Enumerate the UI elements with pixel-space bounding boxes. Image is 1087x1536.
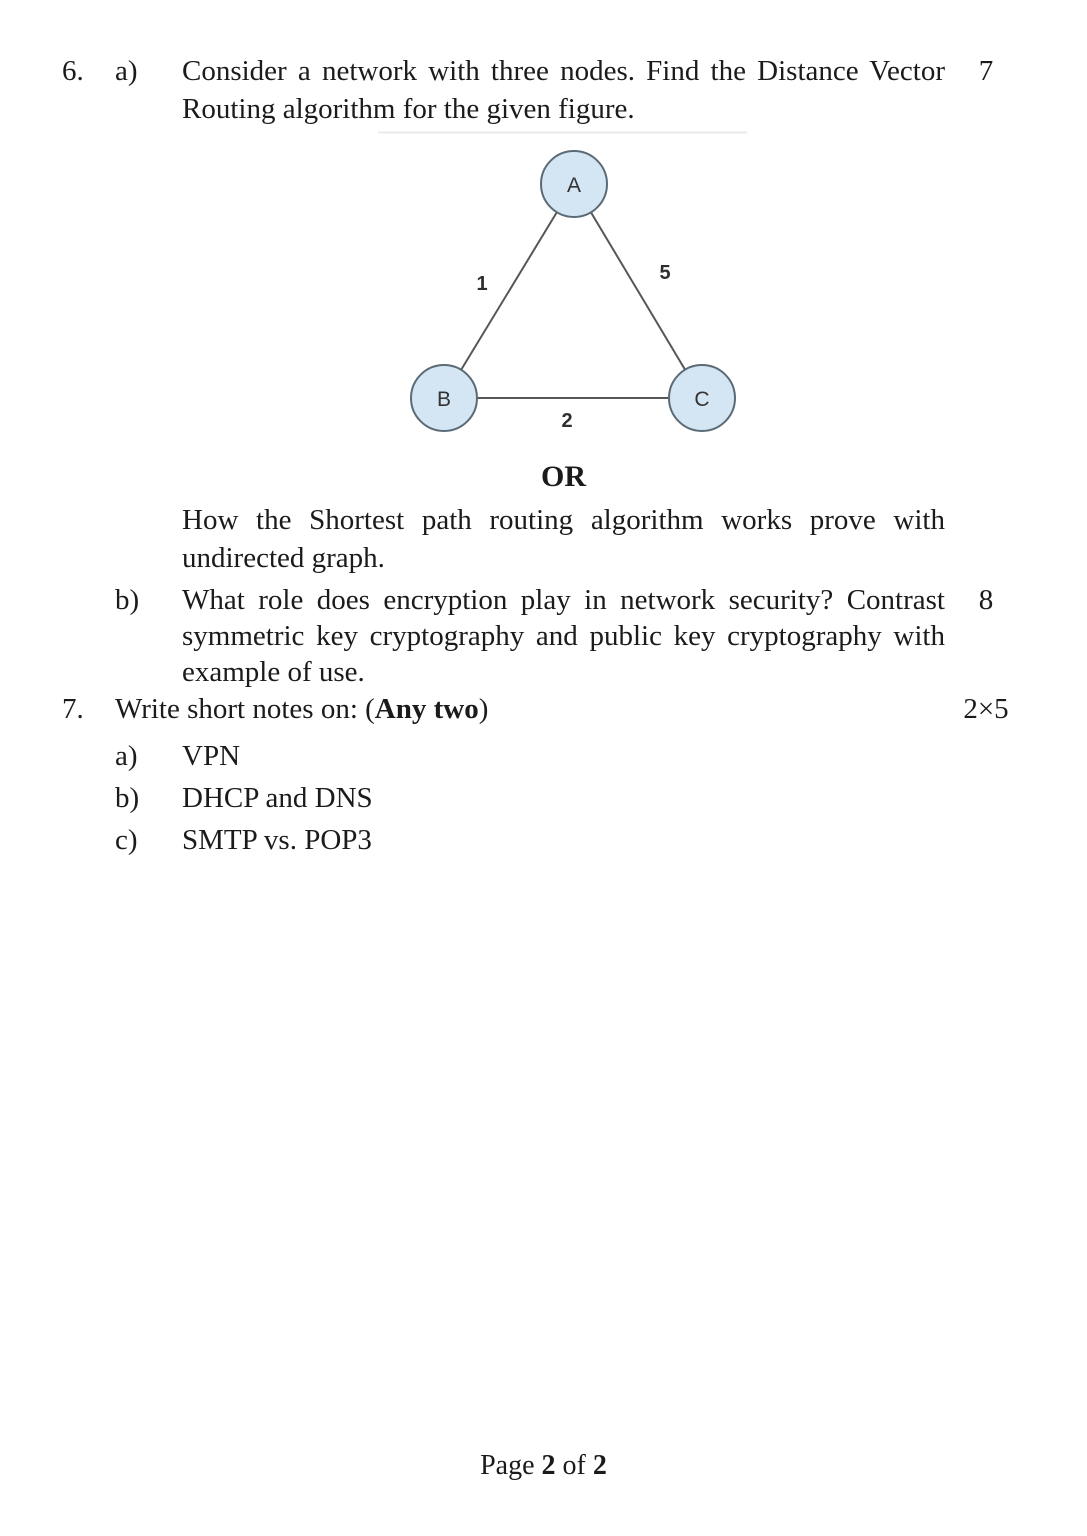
question-7c-label: c) xyxy=(115,824,138,856)
question-6b-line-3: example of use. xyxy=(182,656,365,688)
question-6b-line-2: symmetric key cryptography and public ke… xyxy=(182,620,945,652)
question-6a-text: Consider a network with three nodes. Fin… xyxy=(182,52,945,128)
question-7-title-suffix: ) xyxy=(478,693,489,725)
question-7: 7. Write short notes on: (Any two) 2×5 xyxy=(62,690,1027,728)
question-6b-marks: 8 xyxy=(978,584,994,616)
question-6a-alt-line-1: How the Shortest path routing algorithm … xyxy=(182,504,945,536)
node-b-label: B xyxy=(437,388,451,411)
edge-a-b xyxy=(443,183,575,399)
footer-word-of: of xyxy=(555,1450,593,1481)
question-6b: b) What role does encryption play in net… xyxy=(62,582,1027,690)
page-footer: Page 2 of 2 xyxy=(0,1450,1087,1482)
question-7b-text: DHCP and DNS xyxy=(182,782,373,814)
question-7-item-a: a) VPN xyxy=(62,738,1027,774)
question-7b-label: b) xyxy=(115,782,140,814)
question-6a: 6. a) Consider a network with three node… xyxy=(62,52,1027,128)
node-c-label: C xyxy=(694,388,709,411)
question-6a-alt-text: How the Shortest path routing algorithm … xyxy=(182,501,945,577)
question-7a-label: a) xyxy=(115,740,138,772)
question-7-item-b: b) DHCP and DNS xyxy=(62,780,1027,816)
edge-a-b-weight: 1 xyxy=(476,273,487,295)
edge-a-c xyxy=(573,183,703,399)
question-6a-alt-line-2: undirected graph. xyxy=(182,542,385,574)
question-7-title: Write short notes on: (Any two) xyxy=(115,690,945,728)
question-7-title-bold: Any two xyxy=(374,693,479,725)
node-c xyxy=(668,364,736,432)
edge-b-c-weight: 2 xyxy=(561,410,572,432)
question-7-title-prefix: Write short notes on: ( xyxy=(115,693,375,725)
question-6b-label: b) xyxy=(115,584,140,616)
node-a xyxy=(540,150,608,218)
question-6a-marks: 7 xyxy=(978,55,994,87)
footer-page-number: 2 xyxy=(541,1450,556,1481)
question-7c-text: SMTP vs. POP3 xyxy=(182,824,372,856)
edge-a-c-weight: 5 xyxy=(659,262,670,284)
node-b xyxy=(410,364,478,432)
question-6-number: 6. xyxy=(62,55,84,87)
question-6b-text: What role does encryption play in networ… xyxy=(182,582,945,690)
network-graph-svg: A B C 1 5 2 xyxy=(378,131,747,432)
footer-page-total: 2 xyxy=(592,1450,607,1481)
question-6a-label: a) xyxy=(115,55,138,87)
question-7-marks: 2×5 xyxy=(963,693,1009,725)
question-7a-text: VPN xyxy=(182,740,241,772)
or-separator-row: OR xyxy=(62,457,1027,495)
question-7-number: 7. xyxy=(62,693,84,725)
or-separator: OR xyxy=(541,460,586,493)
question-6b-line-1: What role does encryption play in networ… xyxy=(182,584,945,616)
network-graph-figure: A B C 1 5 2 xyxy=(378,131,750,457)
question-6a-line-2: Routing algorithm for the given figure. xyxy=(182,93,635,125)
footer-word-page: Page xyxy=(480,1450,542,1481)
question-7-item-c: c) SMTP vs. POP3 xyxy=(62,822,1027,858)
question-6a-line-1: Consider a network with three nodes. Fin… xyxy=(182,55,945,87)
question-6a-alternative: How the Shortest path routing algorithm … xyxy=(62,501,1027,577)
node-a-label: A xyxy=(567,174,581,197)
